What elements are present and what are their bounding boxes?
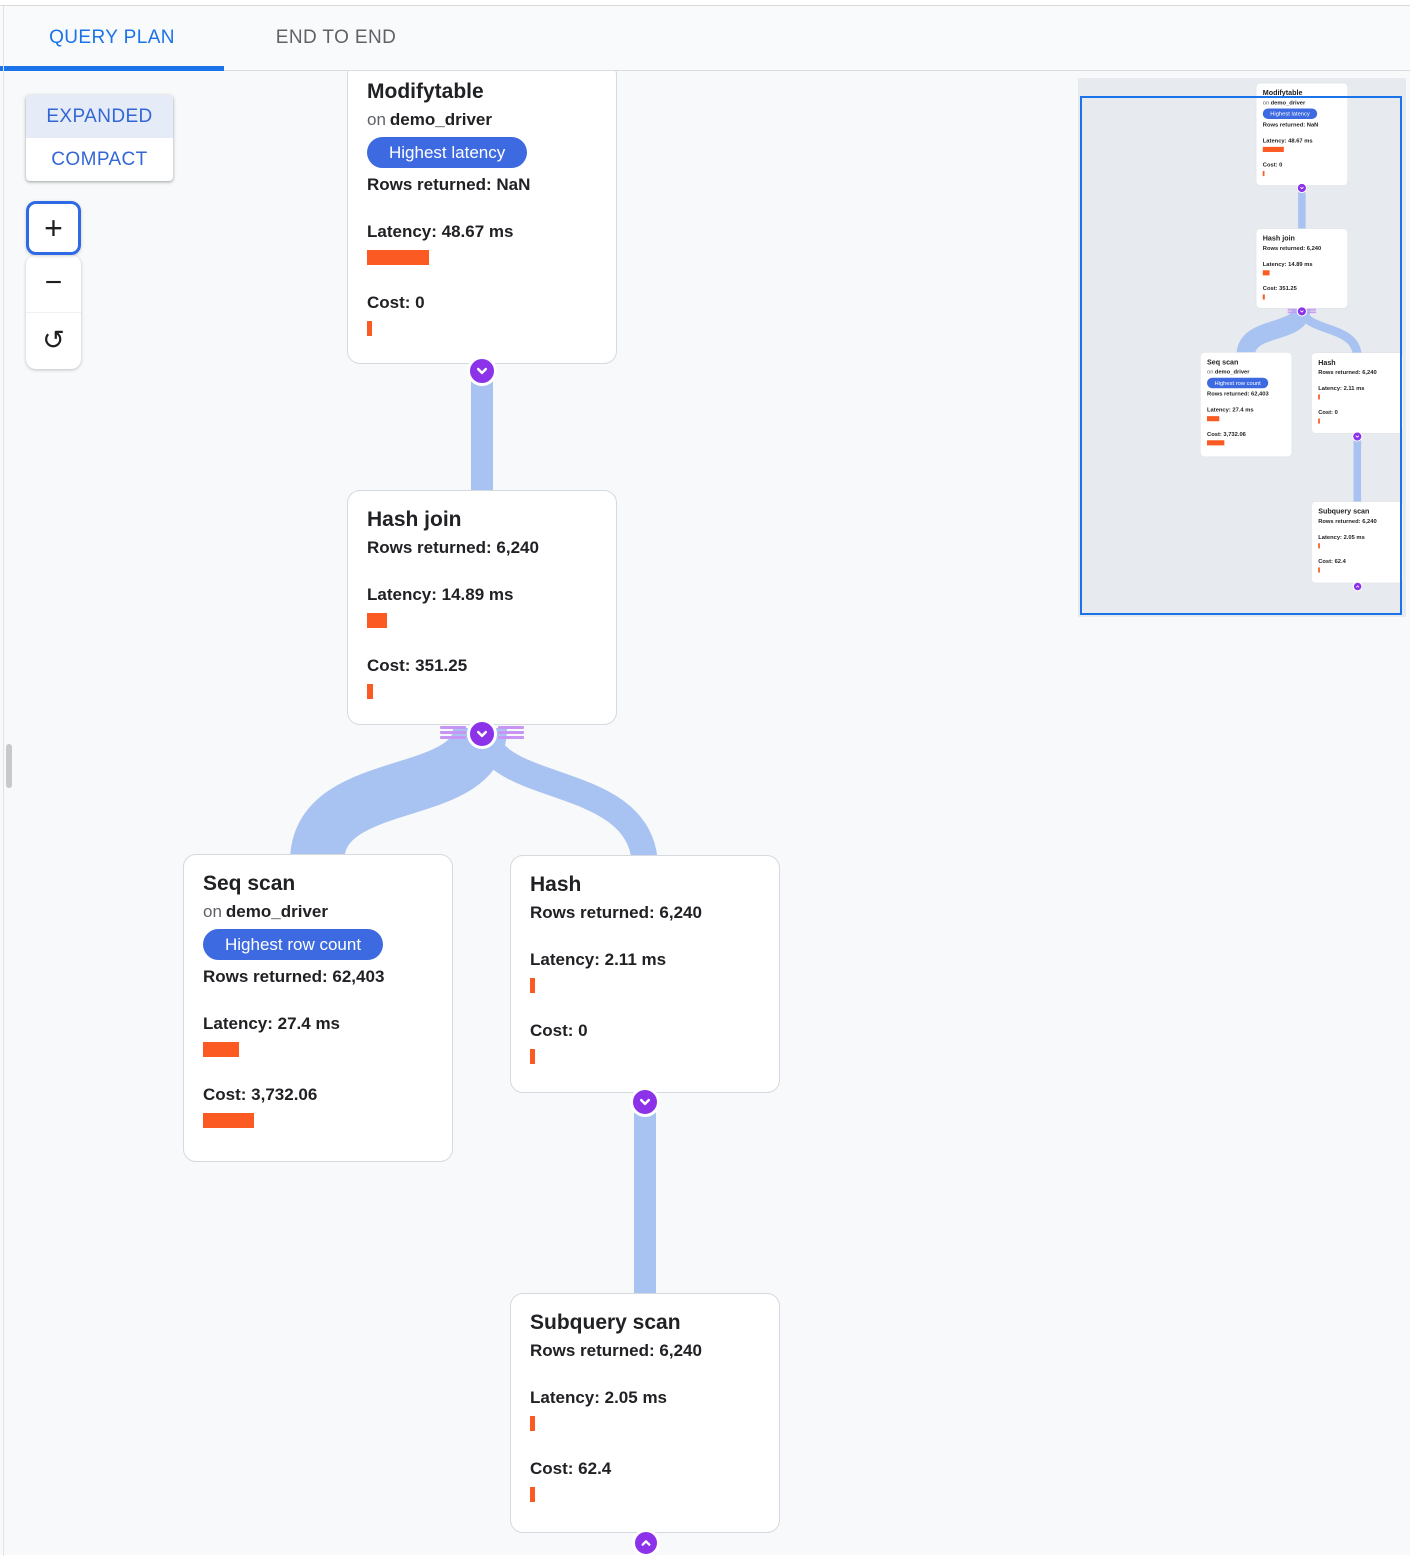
top-strip [0, 0, 1410, 6]
tab-bar: QUERY PLAN END TO END [0, 6, 1410, 71]
cost-bar [367, 684, 373, 699]
cost-bar [203, 1113, 254, 1128]
cost-line: Cost: 62.4 [530, 1459, 612, 1478]
latency-metric: Latency: 48.67 ms [367, 219, 598, 265]
plan-node-hash-join[interactable]: Hash join Rows returned: 6,240 Latency: … [347, 490, 617, 725]
table-name: demo_driver [225, 902, 328, 921]
minimap[interactable]: Modifytable ondemo_driver Highest latenc… [1078, 78, 1406, 617]
collapse-toggle-hash[interactable] [630, 1087, 660, 1117]
latency-metric: Latency: 2.11 ms [530, 947, 761, 993]
rows-returned-line: Rows returned: NaN [367, 175, 531, 194]
cost-bar [530, 1487, 535, 1502]
tab-query-plan[interactable]: QUERY PLAN [0, 6, 224, 71]
chevron-down-icon [476, 367, 488, 375]
cost-line: Cost: 3,732.06 [203, 1085, 318, 1104]
plan-edges [290, 352, 658, 1307]
on-prefix: on [367, 110, 386, 129]
compact-option[interactable]: COMPACT [51, 148, 148, 170]
cost-line: Cost: 0 [367, 293, 425, 312]
panel-left-border [3, 6, 4, 1556]
edge-hashjoin-hash [472, 726, 658, 869]
latency-metric: Latency: 27.4 ms [203, 1011, 434, 1057]
latency-bar [367, 250, 429, 265]
node-title: Hash [530, 873, 582, 896]
highest-row-count-badge: Highest row count [203, 929, 384, 960]
plan-node-hash[interactable]: Hash Rows returned: 6,240 Latency: 2.11 … [510, 855, 780, 1093]
zoom-control-group: − ↺ [26, 255, 81, 369]
tab-end-to-end-label: END TO END [275, 27, 397, 48]
node-title: Hash join [367, 508, 462, 531]
tab-query-plan-label: QUERY PLAN [49, 27, 175, 48]
collapse-toggle-modifytable[interactable] [467, 356, 497, 386]
latency-metric: Latency: 2.05 ms [530, 1385, 761, 1431]
chevron-down-icon [476, 730, 488, 738]
cost-metric: Cost: 0 [530, 1018, 761, 1064]
latency-line: Latency: 27.4 ms [203, 1014, 341, 1033]
cost-bar [530, 1049, 535, 1064]
latency-line: Latency: 48.67 ms [367, 222, 514, 241]
latency-bar [367, 613, 387, 628]
view-mode-toggle: EXPANDED COMPACT [26, 95, 173, 181]
minimap-viewport[interactable] [1080, 96, 1402, 615]
cost-metric: Cost: 62.4 [530, 1456, 761, 1502]
tab-end-to-end[interactable]: END TO END [224, 6, 448, 70]
node-title: Seq scan [203, 872, 296, 895]
cost-line: Cost: 0 [530, 1021, 588, 1040]
rows-returned-line: Rows returned: 62,403 [203, 967, 385, 986]
latency-bar [530, 978, 535, 993]
chevron-down-icon [639, 1098, 651, 1106]
latency-metric: Latency: 14.89 ms [367, 582, 598, 628]
on-prefix: on [203, 902, 222, 921]
expand-toggle-subquery-scan[interactable] [632, 1529, 660, 1555]
plan-node-subquery-scan[interactable]: Subquery scan Rows returned: 6,240 Laten… [510, 1293, 780, 1533]
zoom-in-button[interactable]: + [26, 201, 81, 255]
latency-line: Latency: 2.05 ms [530, 1388, 668, 1407]
plus-icon: + [44, 210, 63, 246]
node-title: Subquery scan [530, 1311, 681, 1334]
vertical-scrollbar-thumb[interactable] [6, 744, 12, 788]
cost-bar [367, 321, 372, 336]
cost-metric: Cost: 3,732.06 [203, 1082, 434, 1128]
latency-line: Latency: 2.11 ms [530, 950, 667, 969]
minus-icon: − [44, 266, 63, 300]
highest-latency-badge: Highest latency [367, 137, 528, 168]
zoom-out-button[interactable]: − [26, 255, 81, 313]
edge-hashjoin-seqscan [290, 725, 507, 865]
reset-rotate-icon: ↺ [42, 325, 65, 356]
latency-bar [203, 1042, 239, 1057]
latency-bar [530, 1416, 535, 1431]
table-name: demo_driver [389, 110, 492, 129]
latency-line: Latency: 14.89 ms [367, 585, 514, 604]
rows-returned-line: Rows returned: 6,240 [530, 903, 702, 922]
chevron-up-icon [641, 1540, 651, 1546]
rows-returned-line: Rows returned: 6,240 [530, 1341, 702, 1360]
reset-view-button[interactable]: ↺ [26, 313, 81, 370]
junction-lines-left [440, 726, 466, 741]
cost-metric: Cost: 0 [367, 290, 598, 336]
cost-metric: Cost: 351.25 [367, 653, 598, 699]
rows-returned-line: Rows returned: 6,240 [367, 538, 539, 557]
expanded-option[interactable]: EXPANDED [26, 95, 173, 138]
cost-line: Cost: 351.25 [367, 656, 468, 675]
collapse-toggle-hash-join[interactable] [467, 719, 497, 749]
node-title: Modifytable [367, 80, 484, 103]
junction-lines-right [498, 726, 524, 741]
